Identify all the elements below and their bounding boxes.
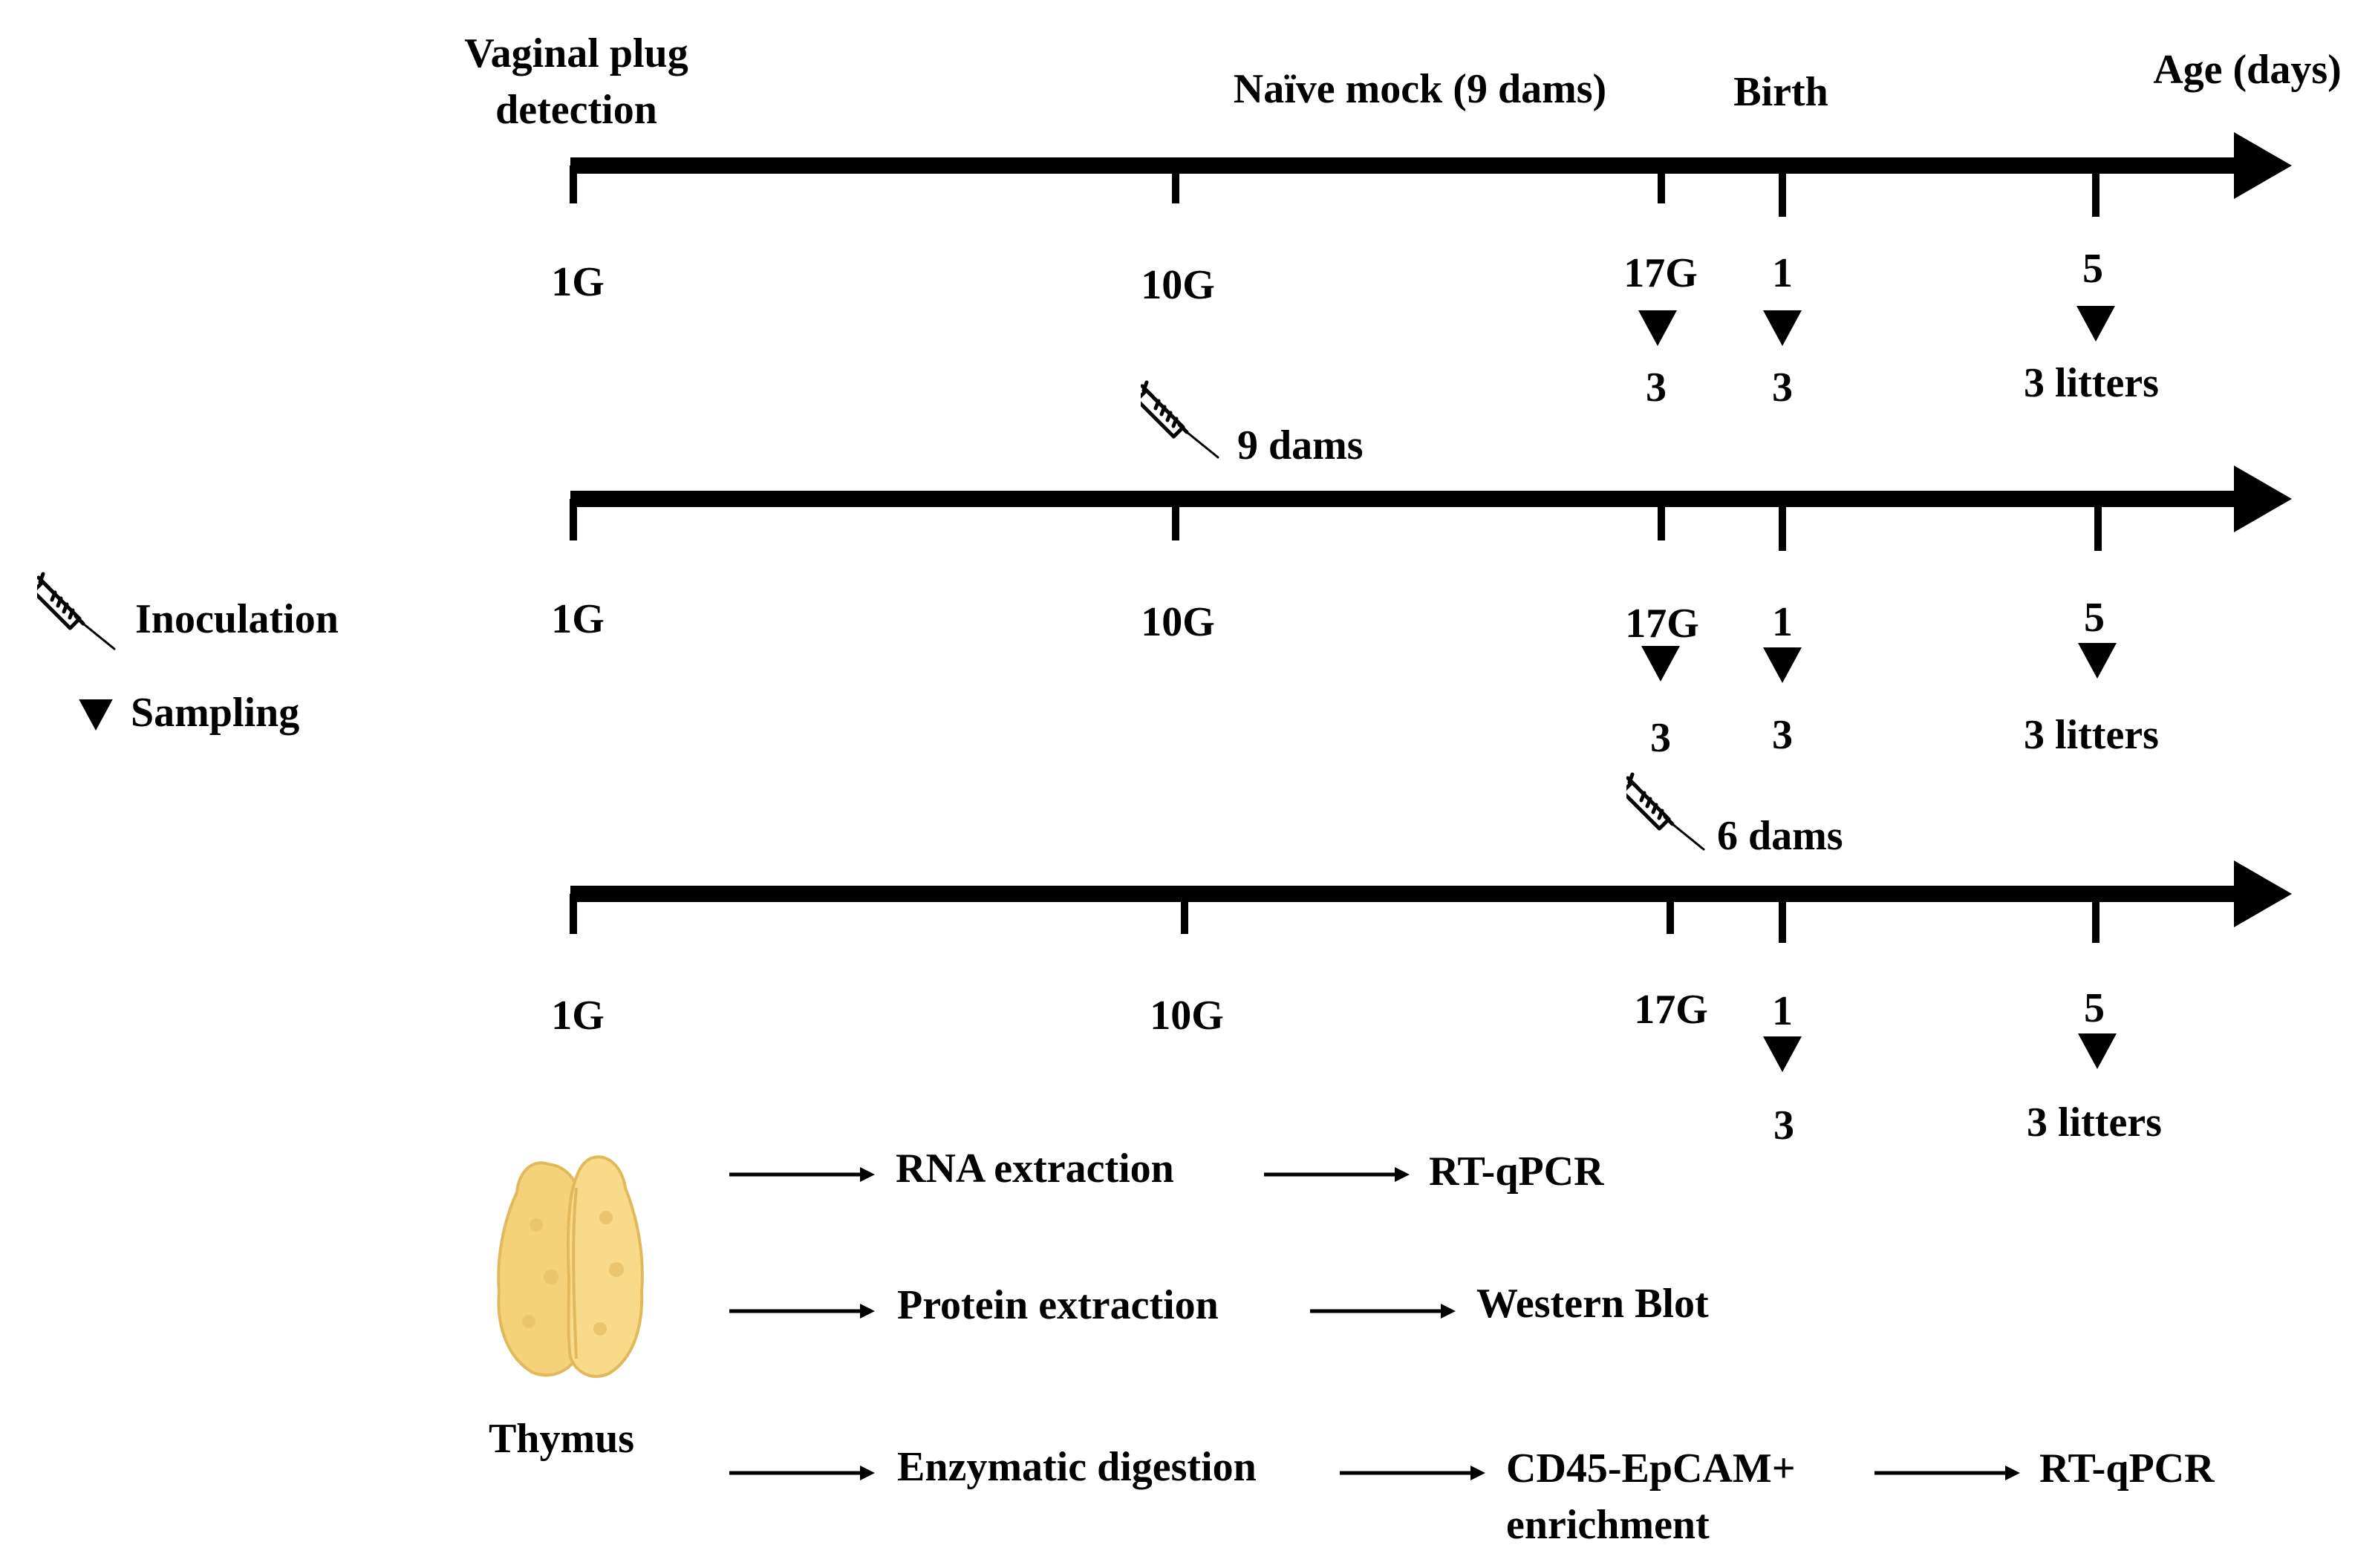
start-label-line2: detection [495,87,657,133]
flow-arrowhead [860,1466,875,1480]
thymus-illustration [497,1155,644,1378]
sampling-icon [2078,1033,2117,1069]
timeline-3-tick-label: 5 [2084,985,2105,1031]
timeline-1-tick-label: 10G [1141,262,1215,308]
flow-arrowhead [1470,1466,1485,1480]
timeline-1-sample-count: 3 [1772,365,1793,411]
timeline-2: 9 dams 1G 10G 17G 1 5 3 3 3 litters [551,382,2292,761]
timeline-1-arrowhead [2234,132,2292,199]
timeline-1-tick-label: 1G [551,259,605,305]
axis-label: Age (days) [2153,47,2342,93]
legend-inoculation-label: Inoculation [135,596,339,642]
workflow-step-rt-qpcr-final: RT-qPCR [2039,1446,2215,1492]
timeline-1-sample-count: 3 litters [2024,360,2159,406]
sampling-icon [1641,646,1680,682]
timeline-3-tick-label: 10G [1150,993,1224,1039]
sampling-icon [2078,643,2117,679]
timeline-3-sample-count: 3 [1773,1102,1794,1149]
birth-label: Birth [1733,69,1828,115]
sampling-icon [1638,310,1677,346]
thymus-right-lobe [566,1155,644,1378]
timeline-2-arrowhead [2234,466,2292,532]
workflow-step-rt-qpcr: RT-qPCR [1429,1149,1604,1195]
timeline-3: 6 dams 1G 10G 17G 1 5 3 3 litters [551,774,2292,1149]
timeline-3-tick-label: 17G [1634,987,1708,1033]
sampling-icon [2076,306,2115,342]
timeline-2-inoculation-label: 9 dams [1237,422,1364,468]
sampling-icon [1763,647,1802,683]
timeline-1: 1G 10G 17G 1 5 3 3 3 litters [551,132,2292,411]
timeline-2-sample-count: 3 [1772,712,1793,758]
thymus-label: Thymus [489,1416,634,1462]
sampling-icon [1763,310,1802,346]
workflow-step-enzymatic-digestion: Enzymatic digestion [897,1444,1257,1490]
flow-arrowhead [2005,1466,2020,1480]
timeline-3-tick-label: 1 [1772,988,1793,1034]
timeline-1-tick-label: 1 [1772,250,1793,296]
workflow-row-2: Protein extraction Western Blot [729,1281,1709,1328]
timeline-3-sample-count: 3 litters [2027,1100,2162,1146]
sampling-icon [1763,1036,1802,1072]
flow-arrowhead [1441,1304,1456,1319]
workflow-row-1: RNA extraction RT-qPCR [729,1146,1604,1195]
syringe-icon [1623,774,1704,849]
timeline-2-tick-label: 1 [1772,599,1793,645]
syringe-icon [33,574,114,649]
workflow-step-enrichment-line2: enrichment [1506,1502,1710,1548]
syringe-icon [1137,382,1218,457]
timeline-2-tick-label: 17G [1625,601,1699,647]
thymus-lobe-divide [572,1187,578,1359]
workflow-step-protein-extraction: Protein extraction [897,1282,1219,1328]
timeline-2-sample-count: 3 litters [2024,712,2159,758]
flow-arrowhead [1395,1167,1410,1182]
timeline-2-tick-label: 5 [2084,595,2105,641]
flow-arrowhead [860,1167,875,1182]
legend: Inoculation Sampling [33,574,339,736]
workflow-row-3: Enzymatic digestion CD45-EpCAM+ enrichme… [729,1444,2215,1548]
flow-arrowhead [860,1304,875,1319]
workflow-step-rna-extraction: RNA extraction [896,1146,1174,1192]
timeline-1-tick-label: 17G [1623,250,1698,296]
timeline-2-tick-label: 10G [1141,599,1215,645]
workflow-step-western-blot: Western Blot [1476,1281,1709,1327]
timeline-1-tick-label: 5 [2082,246,2103,292]
timeline-3-arrowhead [2234,860,2292,927]
workflow-step-enrichment-line1: CD45-EpCAM+ [1506,1446,1796,1492]
group1-title: Naïve mock (9 dams) [1234,66,1606,112]
timeline-2-sample-count: 3 [1650,715,1671,761]
timeline-3-inoculation-label: 6 dams [1717,813,1843,859]
start-label-line1: Vaginal plug [464,30,688,76]
timeline-3-tick-label: 1G [551,993,605,1039]
down-triangle-icon [79,699,113,731]
timeline-2-tick-label: 1G [551,596,605,642]
timeline-1-sample-count: 3 [1646,365,1667,411]
legend-sampling-label: Sampling [131,690,299,736]
